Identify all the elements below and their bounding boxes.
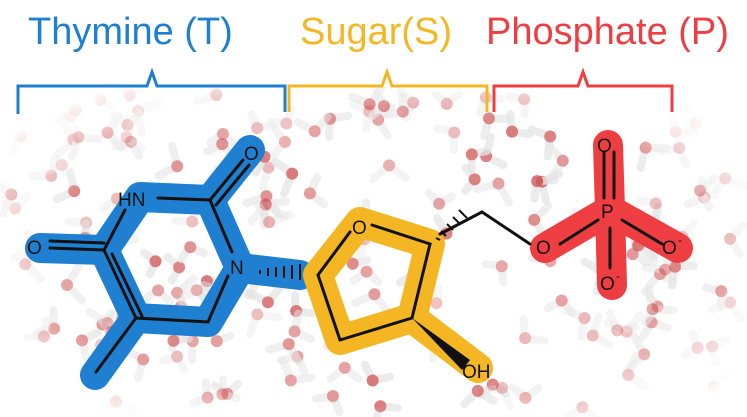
atom-p: P (601, 202, 614, 223)
bond-lines (48, 150, 664, 374)
thymine-label: Thymine (T) (28, 11, 233, 53)
hashed-bond-ch2 (435, 209, 468, 241)
atom-o-thymine-top: O (244, 144, 259, 165)
atom-o-phosphate-bottom: O (600, 274, 615, 295)
atom-labels: O HN O N O OH O P O O - O - (27, 136, 682, 383)
atom-o-phosphate-right: O (662, 238, 677, 259)
thymine-brace (16, 67, 287, 114)
atom-hn: HN (118, 190, 145, 211)
atom-o-ester: O (536, 238, 551, 259)
charge-right: - (678, 233, 682, 247)
atom-oh: OH (462, 362, 491, 383)
hashed-bond-n (259, 264, 301, 280)
top-white-band (0, 0, 747, 85)
atom-o-phosphate-top: O (597, 136, 612, 157)
atom-n-thymine: N (230, 258, 244, 279)
sugar-brace (287, 67, 489, 112)
atom-o-thymine-left: O (27, 238, 42, 259)
phosphate-label: Phosphate (P) (486, 11, 729, 53)
phosphate-brace (492, 67, 674, 112)
sugar-label: Sugar(S) (300, 11, 452, 53)
atom-o-sugar: O (352, 218, 367, 239)
charge-bottom: - (616, 269, 620, 283)
wedge-bond-oh (412, 318, 470, 370)
